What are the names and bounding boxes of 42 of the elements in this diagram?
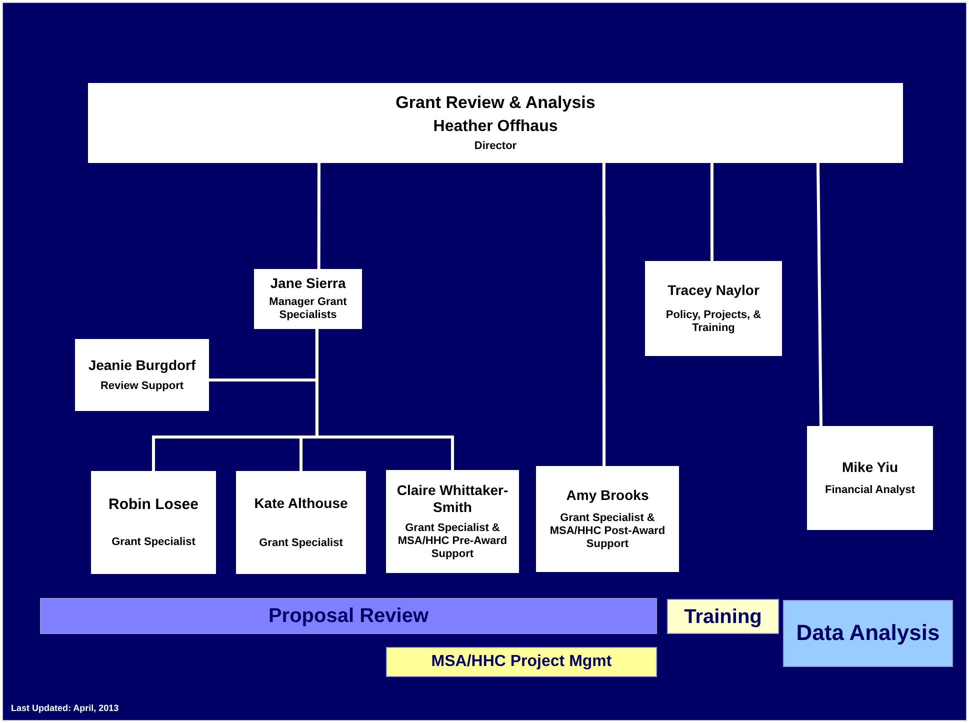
connector-line bbox=[317, 163, 320, 269]
function-band bbox=[783, 600, 953, 667]
job-title: Manager Grant Specialists bbox=[268, 296, 348, 323]
band-label: Training bbox=[684, 604, 762, 628]
job-title: Financial Analyst bbox=[824, 484, 916, 497]
position-box bbox=[236, 471, 366, 574]
job-title: Review Support bbox=[100, 380, 184, 393]
position-box bbox=[75, 339, 209, 411]
job-title: Grant Specialist bbox=[259, 537, 343, 550]
connector-line bbox=[602, 163, 606, 466]
person-name: Amy Brooks bbox=[566, 486, 649, 504]
band-label: Proposal Review bbox=[268, 604, 429, 628]
connector-line bbox=[315, 329, 454, 470]
job-title: Policy, Projects, & Training bbox=[664, 308, 762, 336]
person-name: Kate Althouse bbox=[254, 494, 348, 512]
person-name: Jeanie Burgdorf bbox=[88, 357, 196, 374]
job-title: Grant Specialist & MSA/HHC Post-Award Support bbox=[548, 512, 666, 552]
update-note: Last Updated: April, 2013 bbox=[11, 703, 119, 713]
job-title: Grant Specialist bbox=[112, 536, 196, 550]
connector-line bbox=[710, 163, 714, 261]
job-title: Director bbox=[474, 140, 517, 154]
function-band bbox=[667, 599, 779, 634]
position-box bbox=[88, 83, 903, 163]
position-box bbox=[536, 466, 679, 572]
department-title: Grant Review & Analysis bbox=[396, 92, 596, 113]
person-name: Mike Yiu bbox=[842, 459, 898, 476]
person-name: Claire Whittaker-Smith bbox=[396, 482, 510, 516]
function-band bbox=[40, 598, 657, 634]
person-name: Robin Losee bbox=[108, 496, 198, 514]
position-box bbox=[254, 269, 362, 329]
job-title: Grant Specialist & MSA/HHC Pre-Award Support bbox=[396, 522, 508, 562]
person-name: Jane Sierra bbox=[270, 275, 346, 292]
person-name: Tracey Naylor bbox=[668, 282, 760, 299]
position-box bbox=[91, 471, 216, 574]
person-name: Heather Offhaus bbox=[433, 117, 558, 136]
connector-line bbox=[816, 162, 822, 426]
band-label: Data Analysis bbox=[796, 620, 940, 647]
band-label: MSA/HHC Project Mgmt bbox=[431, 652, 612, 672]
position-box bbox=[386, 470, 519, 573]
position-box bbox=[645, 261, 782, 356]
function-band bbox=[386, 647, 657, 677]
position-box bbox=[807, 426, 933, 530]
